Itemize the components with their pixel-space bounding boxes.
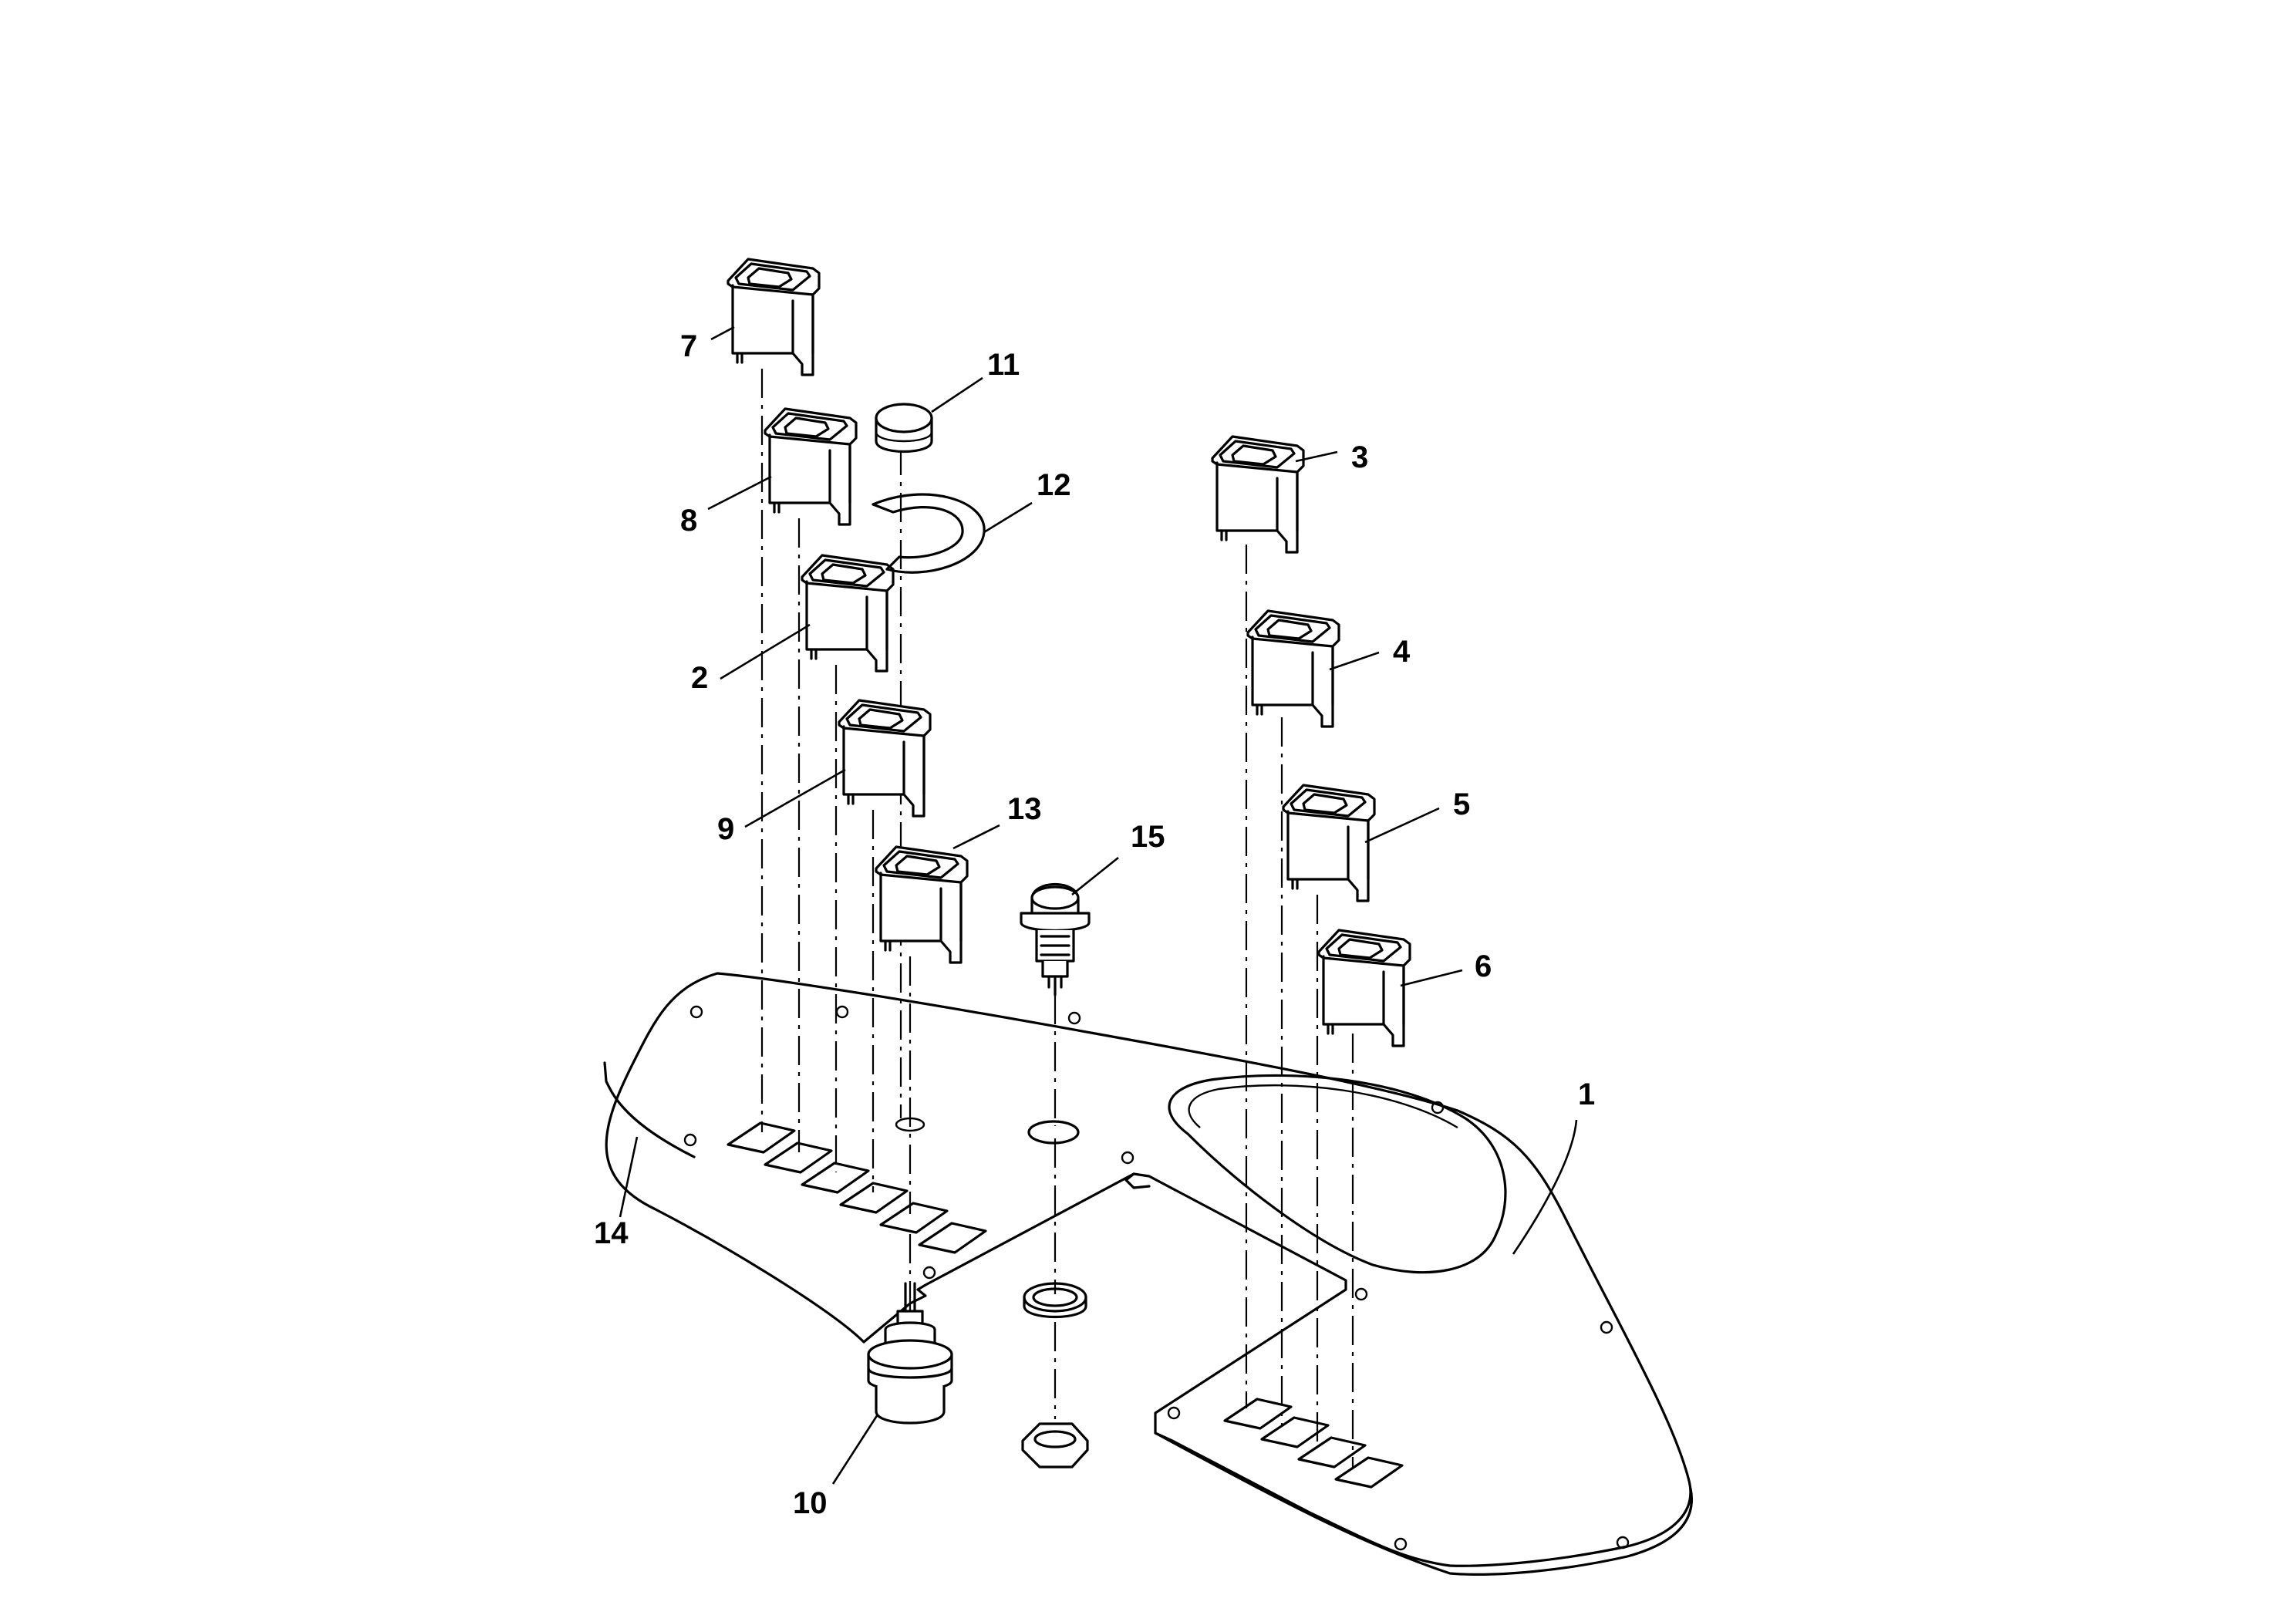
rocker-switch-6 bbox=[1317, 929, 1411, 1047]
callout-8: 8 bbox=[680, 504, 697, 538]
callout-labels: 1 2 3 4 5 6 7 8 9 10 11 12 13 14 15 bbox=[594, 329, 1595, 1520]
rocker-switch-2 bbox=[801, 554, 895, 673]
washer bbox=[1023, 1282, 1087, 1318]
assembly-lines bbox=[760, 369, 1354, 1467]
cap-11 bbox=[875, 403, 933, 453]
callout-9: 9 bbox=[717, 812, 734, 846]
rocker-switch-5 bbox=[1282, 784, 1376, 902]
hex-nut bbox=[1021, 1422, 1089, 1469]
rocker-switch-4 bbox=[1246, 609, 1340, 728]
callout-5: 5 bbox=[1453, 787, 1470, 821]
rocker-switch-7 bbox=[727, 258, 821, 376]
callout-15: 15 bbox=[1131, 820, 1165, 854]
rocker-switch-3 bbox=[1211, 435, 1305, 554]
connector-10 bbox=[867, 1282, 953, 1425]
callout-4: 4 bbox=[1393, 635, 1411, 669]
rocker-switch-13 bbox=[875, 845, 969, 964]
leader-lines bbox=[619, 325, 1578, 1485]
callout-7: 7 bbox=[680, 329, 697, 363]
rocker-switch-8 bbox=[764, 407, 858, 526]
callout-13: 13 bbox=[1007, 792, 1042, 826]
callout-11: 11 bbox=[987, 348, 1020, 382]
callout-1: 1 bbox=[1578, 1077, 1595, 1111]
callout-6: 6 bbox=[1475, 949, 1492, 983]
indicator-lamp-15 bbox=[1020, 883, 1091, 996]
rocker-switch-9 bbox=[838, 699, 932, 818]
callout-3: 3 bbox=[1351, 440, 1368, 474]
callout-14: 14 bbox=[594, 1216, 629, 1250]
callout-10: 10 bbox=[793, 1486, 828, 1520]
panel-plate bbox=[603, 972, 1693, 1576]
callout-12: 12 bbox=[1037, 468, 1071, 502]
callout-2: 2 bbox=[691, 661, 708, 695]
retaining-ring-12 bbox=[872, 493, 986, 574]
